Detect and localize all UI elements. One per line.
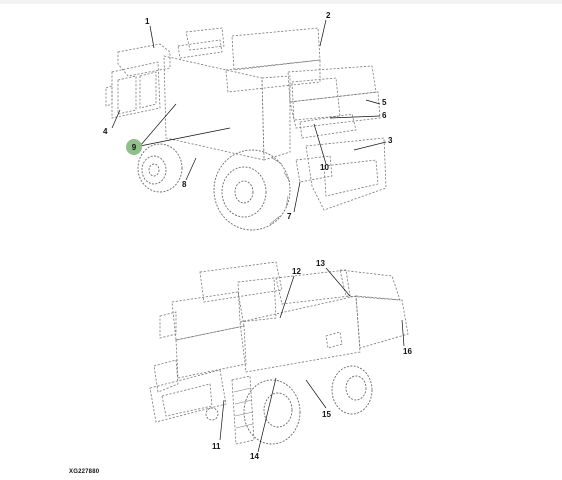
callout-4: 4 [103,127,108,136]
callout-3: 3 [388,136,393,145]
callout-6: 6 [382,111,387,120]
combine-bottom-body [149,261,409,445]
callout-12: 12 [292,267,301,276]
callout-11: 11 [212,442,221,451]
callout-1: 1 [145,17,150,26]
combine-bottom-leader-lines [219,267,405,453]
callout-9-highlighted: 9 [126,139,142,155]
callout-15: 15 [322,410,331,419]
callout-10: 10 [320,163,329,172]
combine-top-wheels [137,143,291,231]
callout-16: 16 [403,347,412,356]
combine-bottom-wheels [205,365,373,445]
callout-8: 8 [182,180,187,189]
callout-13: 13 [316,259,325,268]
callout-14: 14 [250,452,259,461]
callout-2: 2 [326,11,331,20]
figure-reference-code: XG227880 [69,469,100,475]
combine-top-leader-lines [111,19,387,213]
callout-7: 7 [287,212,292,221]
combine-top-body [105,27,387,211]
callout-5: 5 [382,98,387,107]
top-rule [0,0,562,4]
